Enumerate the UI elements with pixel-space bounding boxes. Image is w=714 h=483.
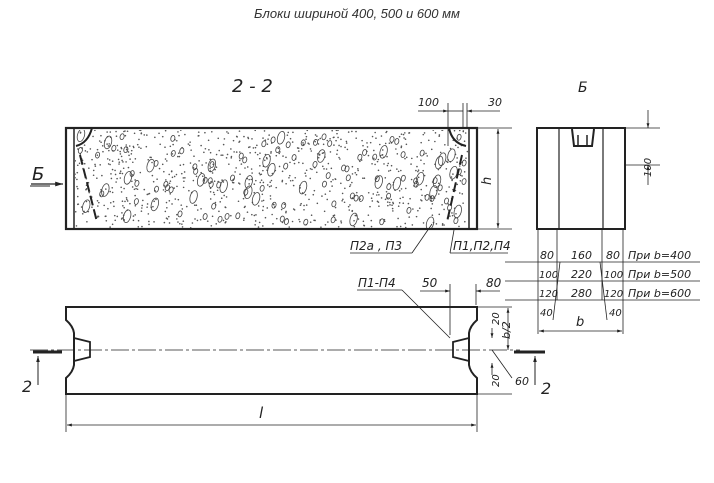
side-dim-100: 100 bbox=[643, 158, 654, 177]
callout-p1-p2-p4: П1,П2,П4 bbox=[453, 239, 511, 253]
drawing-title: Блоки шириной 400, 500 и 600 мм bbox=[254, 6, 460, 21]
section-label: 2 - 2 bbox=[232, 76, 273, 97]
dim-30: 30 bbox=[488, 96, 502, 109]
row1-c: 80 bbox=[606, 249, 620, 262]
dim-100: 100 bbox=[418, 96, 439, 109]
concrete-texture bbox=[75, 130, 468, 228]
row3-note: При b=600 bbox=[628, 287, 691, 300]
plan-dim-20-top: 20 bbox=[491, 312, 502, 325]
plan-block bbox=[30, 306, 520, 395]
callout-p2a-p3: П2а , П3 bbox=[350, 239, 402, 253]
side-view-label: Б bbox=[578, 80, 588, 96]
cut-marker-right: 2 bbox=[514, 350, 551, 398]
row3-c: 120 bbox=[604, 289, 623, 300]
plan-dim-60: 60 bbox=[515, 375, 529, 388]
side-view bbox=[536, 127, 626, 230]
row2-note: При b=500 bbox=[628, 268, 691, 281]
cut-label-left: 2 bbox=[22, 377, 32, 396]
callout-p1-p4: П1-П4 bbox=[358, 276, 396, 290]
row3-a: 120 bbox=[539, 289, 558, 300]
row3-mid: 280 bbox=[571, 287, 592, 300]
row1-note: При b=400 bbox=[628, 249, 691, 262]
view-b-arrow-label: Б bbox=[32, 164, 44, 185]
cut-label-right: 2 bbox=[541, 379, 551, 398]
row2-a: 100 bbox=[539, 270, 558, 281]
plan-dim-b2: b/2 bbox=[500, 321, 513, 339]
row2-mid: 220 bbox=[571, 268, 592, 281]
section-block bbox=[64, 126, 479, 231]
plan-dim-50: 50 bbox=[422, 276, 438, 290]
dim-l: l bbox=[259, 404, 264, 422]
plan-dim-20-bottom: 20 bbox=[491, 374, 502, 387]
row1-a: 80 bbox=[540, 249, 554, 262]
edge-left: 40 bbox=[540, 308, 553, 319]
dim-h: h bbox=[480, 177, 495, 185]
row2-c: 100 bbox=[604, 270, 623, 281]
row1-mid: 160 bbox=[571, 249, 592, 262]
edge-right: 40 bbox=[609, 308, 622, 319]
dim-b: b bbox=[576, 315, 584, 330]
cut-marker-left: 2 bbox=[22, 350, 62, 396]
width-table: 80 160 80 При b=400 100 220 100 При b=50… bbox=[505, 229, 700, 334]
plan-dim-80: 80 bbox=[486, 276, 502, 290]
